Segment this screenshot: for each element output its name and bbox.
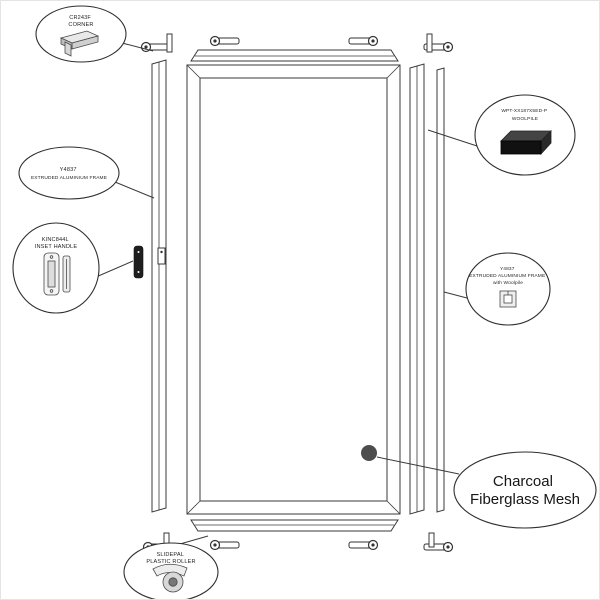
corner-clip bbox=[348, 539, 379, 551]
frame-profile-icon bbox=[499, 290, 517, 308]
leader-line-handle bbox=[95, 260, 134, 278]
corner-clip bbox=[209, 35, 240, 47]
corner-keeper bbox=[166, 33, 173, 53]
corner-clip bbox=[423, 541, 454, 553]
mesh-dot bbox=[361, 445, 377, 461]
frame-left-callout-ellipse bbox=[18, 146, 120, 200]
leader-line-roller bbox=[179, 535, 209, 545]
callout-handle: KINC844L INSET HANDLE bbox=[12, 222, 100, 314]
callout-corner: CR243F CORNER bbox=[35, 5, 127, 63]
inset-handle-icon bbox=[43, 252, 71, 296]
frame-left-callout-label: Y4837 EXTRUDED ALUMINIUM FRAME bbox=[31, 167, 107, 181]
frame-right-callout-ellipse bbox=[465, 252, 551, 326]
mesh-callout-ellipse bbox=[453, 451, 597, 529]
callout-roller: SLIDEPAL PLASTIC ROLLER bbox=[123, 542, 219, 599]
mitre-joint-bottom-right bbox=[386, 500, 401, 515]
woolpile-callout-label: WPT-XX187X5ED-P WOOLPILE bbox=[501, 108, 548, 122]
bottom-rail bbox=[190, 519, 399, 532]
corner-keeper bbox=[426, 33, 433, 53]
mitre-joint-bottom-left bbox=[186, 500, 201, 515]
woolpile-icon bbox=[500, 130, 552, 156]
callout-frame-right: Y4837 EXTRUDED ALUMINIUM FRAME with Wool… bbox=[465, 252, 551, 326]
corner-callout-label: CR243F CORNER bbox=[68, 15, 93, 28]
roller-callout-label: SLIDEPAL PLASTIC ROLLER bbox=[146, 552, 195, 565]
roller-icon bbox=[152, 563, 188, 593]
frame-right-callout-label: Y4837 EXTRUDED ALUMINIUM FRAME with Wool… bbox=[469, 266, 547, 286]
right-woolpile-stile bbox=[436, 67, 445, 513]
inset-handle-parts bbox=[133, 245, 166, 279]
mitre-joint-top-right bbox=[386, 64, 401, 79]
corner-clip bbox=[209, 539, 240, 551]
callout-mesh: Charcoal Fiberglass Mesh bbox=[453, 451, 597, 529]
corner-clip bbox=[348, 35, 379, 47]
callout-frame-left: Y4837 EXTRUDED ALUMINIUM FRAME bbox=[18, 146, 120, 200]
leader-line-corner bbox=[121, 42, 154, 52]
top-rail bbox=[190, 49, 399, 62]
door-inner-frame bbox=[199, 77, 388, 502]
corner-clip bbox=[140, 41, 171, 53]
mitre-joint-top-left bbox=[186, 64, 201, 79]
leader-line-frame-left bbox=[114, 181, 155, 199]
leader-line-frame-right bbox=[443, 291, 468, 299]
leader-line-mesh bbox=[376, 456, 460, 475]
corner-bracket-icon bbox=[59, 30, 100, 57]
mesh-callout-label: Charcoal Fiberglass Mesh bbox=[470, 473, 580, 508]
handle-callout-label: KINC844L INSET HANDLE bbox=[35, 237, 78, 250]
leader-line-woolpile bbox=[427, 129, 478, 147]
callout-woolpile: WPT-XX187X5ED-P WOOLPILE bbox=[474, 94, 576, 176]
corner-keeper bbox=[428, 532, 435, 548]
